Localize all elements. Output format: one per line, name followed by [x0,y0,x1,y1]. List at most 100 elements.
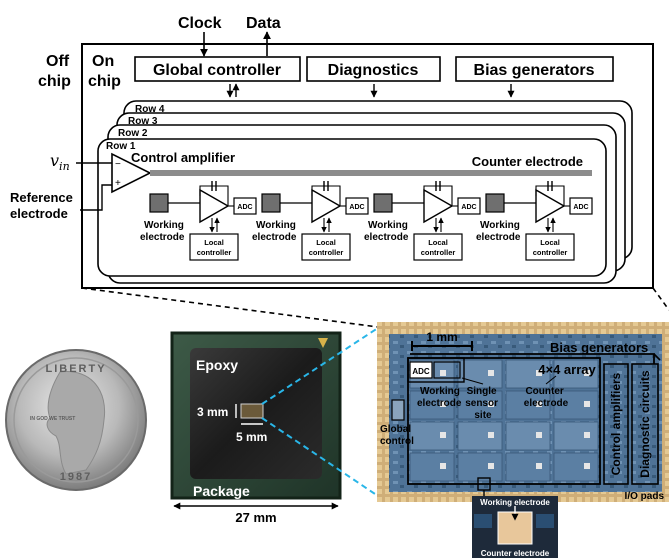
row-3-label: Row 3 [128,116,158,127]
die-adc-box [409,361,433,379]
die-electrode-dot [536,432,542,438]
amp-plus: + [115,178,121,189]
callout-cyan-bottom [261,417,385,501]
single-site-pointer [461,377,484,385]
die-working-electrode-label: Working electrode [417,386,463,409]
inset-working-label: Working electrode [480,498,550,507]
io-pads-label: I/O pads [625,491,665,502]
die-counter-electrode-label: Counter electrode [524,386,569,409]
die-electrode-dot [488,370,494,376]
die-electrode-dot [440,370,446,376]
die-sensor-site [409,390,455,420]
counter-pointer [545,375,557,385]
feedback-wire [311,185,341,206]
die-sensor-site [553,452,599,482]
clock-label: Clock [178,15,222,32]
die-sensor-site [457,390,503,420]
scale-bar-label: 1 mm [426,330,457,344]
control-amplifiers-label: Control amplifiers [609,372,623,475]
control-amplifier-label: Control amplifier [131,150,235,165]
die-sensor-site [457,421,503,451]
counter-electrode-label: Counter electrode [472,154,583,169]
local-controller-box [413,233,463,261]
tia-opamp [199,188,230,224]
adc-label: ADC [237,204,252,211]
schematic: Clock Data Off chip On chip Global contr… [10,15,654,289]
dim-5mm-label: 5 mm [236,430,267,444]
control-amplifiers-block [603,363,629,485]
die-sensor-site [505,421,551,451]
callout-left-dashed [81,287,379,328]
die-electrode-dot [536,401,542,407]
working-electrode-square [149,193,169,213]
counter-electrode-bar [150,170,592,176]
die-electrode-dot [488,401,494,407]
callout-right-dashed [652,287,669,311]
die-sensor-site [505,390,551,420]
adc-label: ADC [349,204,364,211]
adc-box [345,197,369,215]
die-sensor-site [457,452,503,482]
die-sensor-site [553,359,599,389]
die-in-package [240,403,264,419]
local-controller-box [189,233,239,261]
array-label: 4×4 array [538,362,596,377]
die-electrode-dot [584,401,590,407]
die-electrode-dot [440,463,446,469]
die-sensor-site [553,421,599,451]
die-electrode-dot [536,370,542,376]
local-controller-box [525,233,575,261]
bias-generators-block [455,56,614,82]
die-electrode-dot [488,463,494,469]
die-electrode-dot [536,463,542,469]
coin-photo: LIBERTY IN GOD WE TRUST 1987 [5,349,147,491]
coin-motto: IN GOD WE TRUST [30,416,75,422]
die-working-electrode-box [433,361,461,379]
die-sensor-site [409,452,455,482]
array-outline [407,357,601,485]
tia-opamp [311,188,342,224]
callout-cyan-top [261,323,385,405]
dim-3mm-label: 3 mm [197,405,228,419]
adc-label: ADC [461,204,476,211]
diagnostic-circuits-block [631,363,659,485]
adc-box [233,197,257,215]
row-4-label: Row 4 [135,104,165,115]
die-sensor-site [505,452,551,482]
feedback-wire [423,185,453,206]
feedback-wire [535,185,565,206]
on-chip-boundary [81,43,654,289]
feedback-wire [199,185,229,206]
data-label: Data [246,15,281,32]
die-electrode-dot [584,463,590,469]
die-sensor-site [409,421,455,451]
tia-opamp [535,188,566,224]
adc-box [457,197,481,215]
coin-year: 1987 [60,471,92,483]
die-adc-label: ADC [412,367,430,376]
die-electrode-dot [440,432,446,438]
global-control-label: Global control [380,424,414,447]
dim-27mm-label: 27 mm [235,510,276,525]
adc-box [569,197,593,215]
reference-wire [80,184,112,211]
die-electrode-dot [440,401,446,407]
reference-electrode-label: Reference electrode [10,190,77,221]
on-chip-label: On chip [88,53,121,90]
diagnostics-block [306,56,441,82]
inset-counter-label: Counter electrode [481,549,550,558]
die-electrode-dot [488,432,494,438]
single-sensor-site-label: Single sensor site [465,386,501,421]
local-controller-box [301,233,351,261]
die-electrode-dot [584,432,590,438]
